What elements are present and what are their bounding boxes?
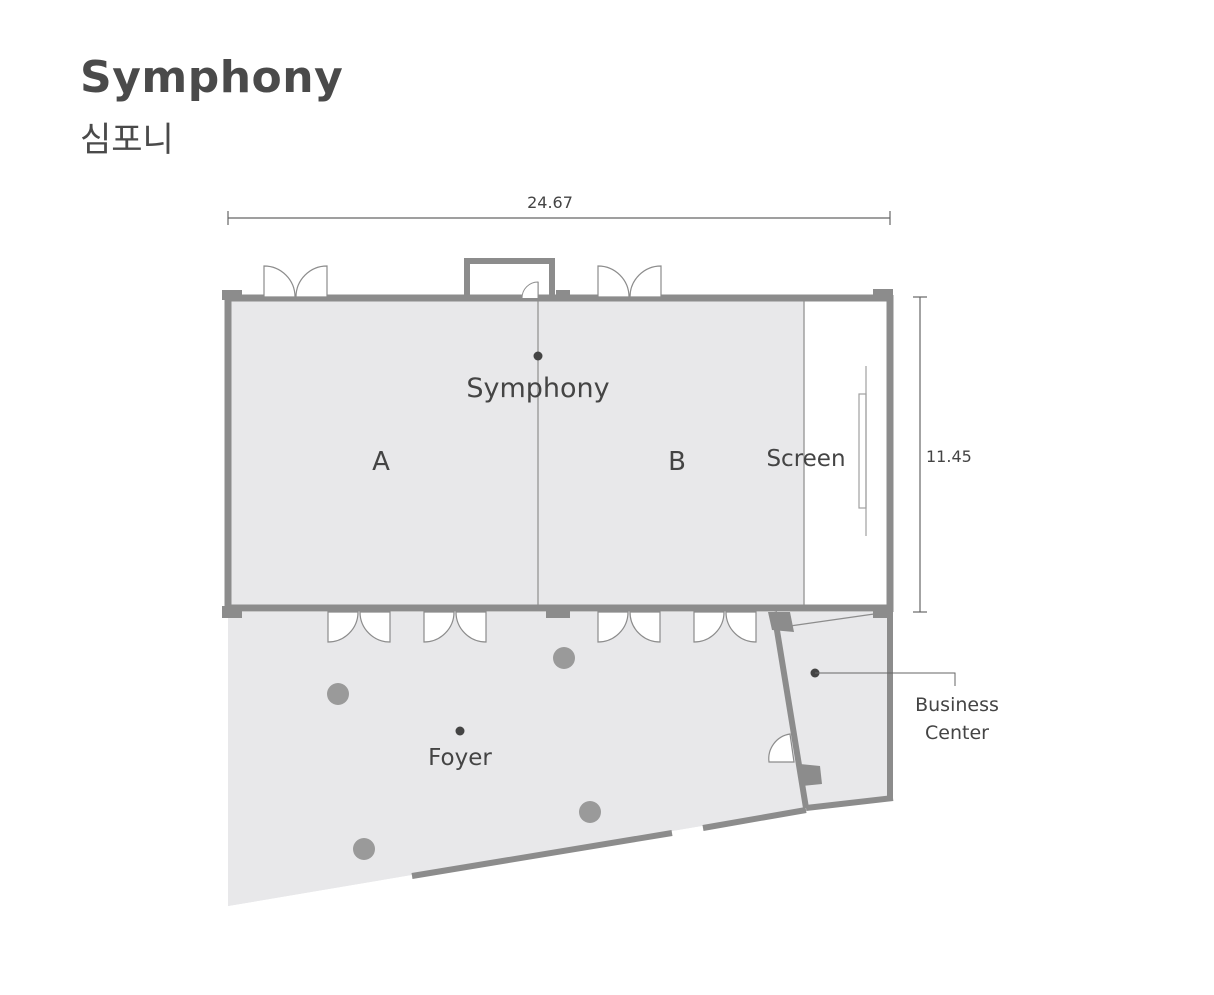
page-title: Symphony bbox=[80, 52, 344, 103]
room-name-label: Symphony bbox=[466, 373, 609, 404]
foyer-floor-main bbox=[228, 612, 808, 906]
hall-floor bbox=[228, 298, 804, 608]
business-center-label-line2: Center bbox=[925, 722, 989, 744]
business-center-door-icon bbox=[768, 733, 795, 763]
vestibule bbox=[464, 258, 555, 298]
foyer-walls bbox=[411, 807, 807, 879]
screen-device bbox=[858, 366, 867, 536]
symphony-marker-dot bbox=[533, 351, 543, 361]
column bbox=[579, 801, 601, 823]
screen-label: Screen bbox=[766, 446, 845, 472]
foyer-label: Foyer bbox=[428, 745, 492, 771]
business-center-leader-line bbox=[815, 672, 956, 686]
foyer-marker-dot bbox=[455, 726, 465, 736]
width-dimension-line bbox=[227, 211, 891, 225]
wall-caps bbox=[222, 289, 893, 618]
business-center-label-line1: Business bbox=[915, 694, 999, 716]
page-subtitle: 심포니 bbox=[80, 120, 174, 160]
foyer-columns bbox=[327, 647, 601, 860]
bottom-doors bbox=[327, 611, 757, 643]
column bbox=[327, 683, 349, 705]
section-a-label: A bbox=[372, 447, 390, 477]
section-b-label: B bbox=[668, 447, 686, 477]
height-dimension-label: 11.45 bbox=[926, 447, 972, 466]
width-dimension-label: 24.67 bbox=[527, 193, 573, 212]
business-center-walls bbox=[771, 611, 894, 811]
screen-area bbox=[804, 298, 890, 608]
business-center-inner-line bbox=[789, 611, 889, 627]
business-center-wall-caps bbox=[768, 612, 822, 786]
vestibule-door-icon bbox=[521, 281, 539, 299]
height-dimension-line bbox=[913, 296, 927, 613]
column bbox=[353, 838, 375, 860]
column bbox=[553, 647, 575, 669]
top-doors bbox=[263, 265, 662, 298]
